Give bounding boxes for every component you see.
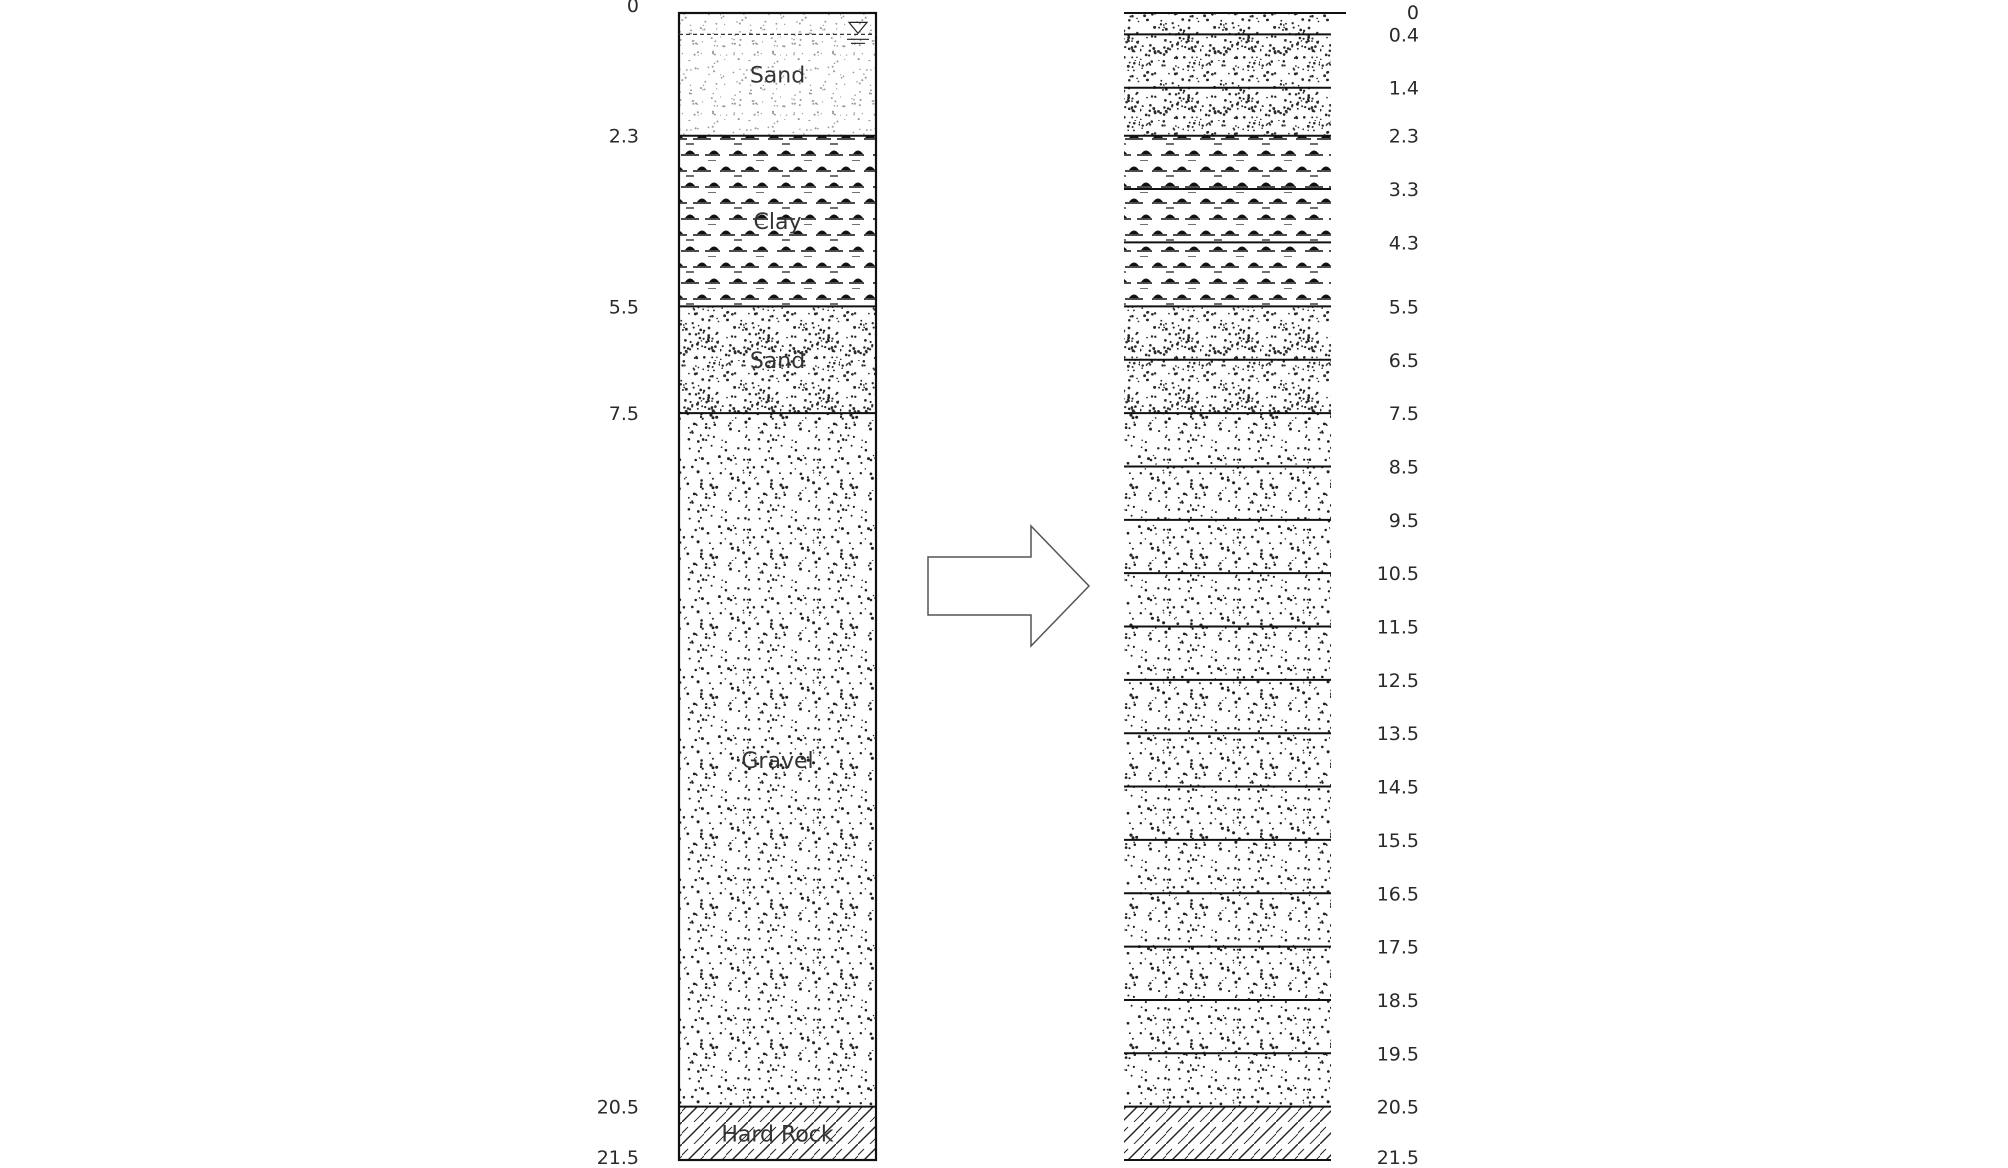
depth-label: 13.5 bbox=[1377, 723, 1419, 745]
depth-label: 0 bbox=[1407, 2, 1419, 24]
soil-layer-fine-sand bbox=[679, 13, 876, 136]
depth-label: 19.5 bbox=[1377, 1043, 1419, 1065]
depth-label: 15.5 bbox=[1377, 830, 1419, 852]
depth-label: 1.4 bbox=[1389, 78, 1419, 100]
depth-label: 5.5 bbox=[1389, 296, 1419, 318]
depth-label: 3.3 bbox=[1389, 179, 1419, 201]
layer-label: Hard Rock bbox=[721, 1122, 833, 1147]
depth-label: 21.5 bbox=[597, 1147, 639, 1168]
discretized-layer-gravel bbox=[1124, 413, 1331, 1107]
soil-layer-rock bbox=[679, 1106, 876, 1160]
layer-label: Gravel bbox=[741, 749, 813, 774]
column-border bbox=[677, 11, 878, 1162]
soil-layer-dense-sand bbox=[679, 306, 876, 414]
depth-label: 12.5 bbox=[1377, 670, 1419, 692]
layer-label: Clay bbox=[754, 210, 802, 235]
water-table-icon bbox=[847, 21, 869, 44]
depth-label: 4.3 bbox=[1389, 232, 1419, 254]
depth-label: 6.5 bbox=[1389, 350, 1419, 372]
depth-label: 11.5 bbox=[1377, 617, 1419, 639]
right-depth-axis: 00.4 1.4 2.3 3.3 4.3 5.5 6.5 7.5 8.5 9.5 10.5 11.5 1… bbox=[1377, 2, 1419, 1168]
soil-layer-clay bbox=[679, 135, 876, 307]
arrow-right-icon bbox=[927, 524, 1091, 648]
layer-label: Sand bbox=[750, 63, 805, 88]
depth-label: 8.5 bbox=[1389, 456, 1419, 478]
depth-label: 20.5 bbox=[597, 1097, 639, 1119]
depth-label: 17.5 bbox=[1377, 937, 1419, 959]
right-discretized-column bbox=[1124, 12, 1346, 1161]
layer-label: Sand bbox=[750, 349, 805, 374]
discretized-layer-rock bbox=[1124, 1106, 1331, 1160]
depth-label: 7.5 bbox=[609, 403, 639, 425]
depth-label: 18.5 bbox=[1377, 990, 1419, 1012]
depth-label: 9.5 bbox=[1389, 510, 1419, 532]
left-depth-axis: 0 2.3 5.5 7.5 20.5 21.5 bbox=[597, 0, 639, 1168]
depth-label: 2.3 bbox=[1389, 126, 1419, 148]
depth-label: 10.5 bbox=[1377, 563, 1419, 585]
depth-label: 16.5 bbox=[1377, 883, 1419, 905]
discretized-layer-clay bbox=[1124, 135, 1331, 307]
discretized-layer-dense-sand bbox=[1124, 13, 1331, 136]
depth-label: 21.5 bbox=[1377, 1147, 1419, 1168]
soil-layer-gravel bbox=[679, 413, 876, 1107]
depth-label: 0 bbox=[627, 0, 639, 17]
depth-label: 5.5 bbox=[609, 296, 639, 318]
depth-label: 14.5 bbox=[1377, 777, 1419, 799]
depth-label: 7.5 bbox=[1389, 403, 1419, 425]
depth-label: 0.4 bbox=[1389, 24, 1419, 46]
depth-label: 20.5 bbox=[1377, 1097, 1419, 1119]
depth-label: 2.3 bbox=[609, 126, 639, 148]
